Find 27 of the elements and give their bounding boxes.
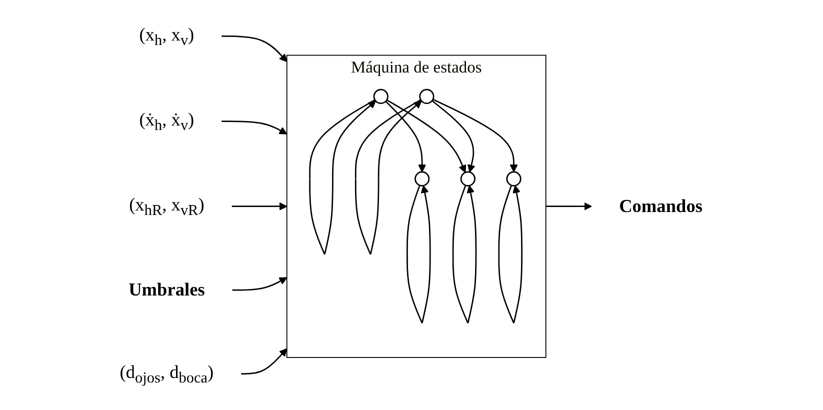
arrow — [232, 277, 288, 291]
arrow — [386, 99, 467, 173]
arrow — [432, 100, 476, 173]
arrow — [386, 100, 426, 172]
node-text: (x$_{hR}$, x$_{vR}$) — [129, 194, 205, 219]
node-text: (d$_{ojos}$, d$_{boca}$) — [120, 362, 214, 386]
node-text: Umbrales — [128, 280, 206, 300]
arrow — [222, 120, 288, 134]
node-circle — [414, 171, 430, 186]
arrow — [546, 202, 592, 210]
node-circle — [420, 88, 435, 104]
arrow — [452, 185, 478, 324]
node-circle — [460, 171, 476, 186]
cluster: Máquina de estados — [286, 54, 547, 358]
arrow — [433, 98, 518, 172]
node-text: (x$_{h}$, x$_{v}$) — [140, 24, 195, 49]
node-text: Comandos — [619, 196, 703, 216]
arrow — [222, 35, 288, 62]
node-text: (ẋ$_{h}$, ẋ$_{v}$) — [140, 110, 195, 134]
arrow — [498, 185, 523, 324]
arrow — [241, 348, 288, 375]
arrow — [406, 185, 432, 324]
node-circle — [374, 88, 389, 104]
arrow — [309, 99, 376, 255]
arrow — [355, 99, 422, 255]
node-circle — [506, 171, 522, 186]
arrow — [232, 202, 288, 210]
